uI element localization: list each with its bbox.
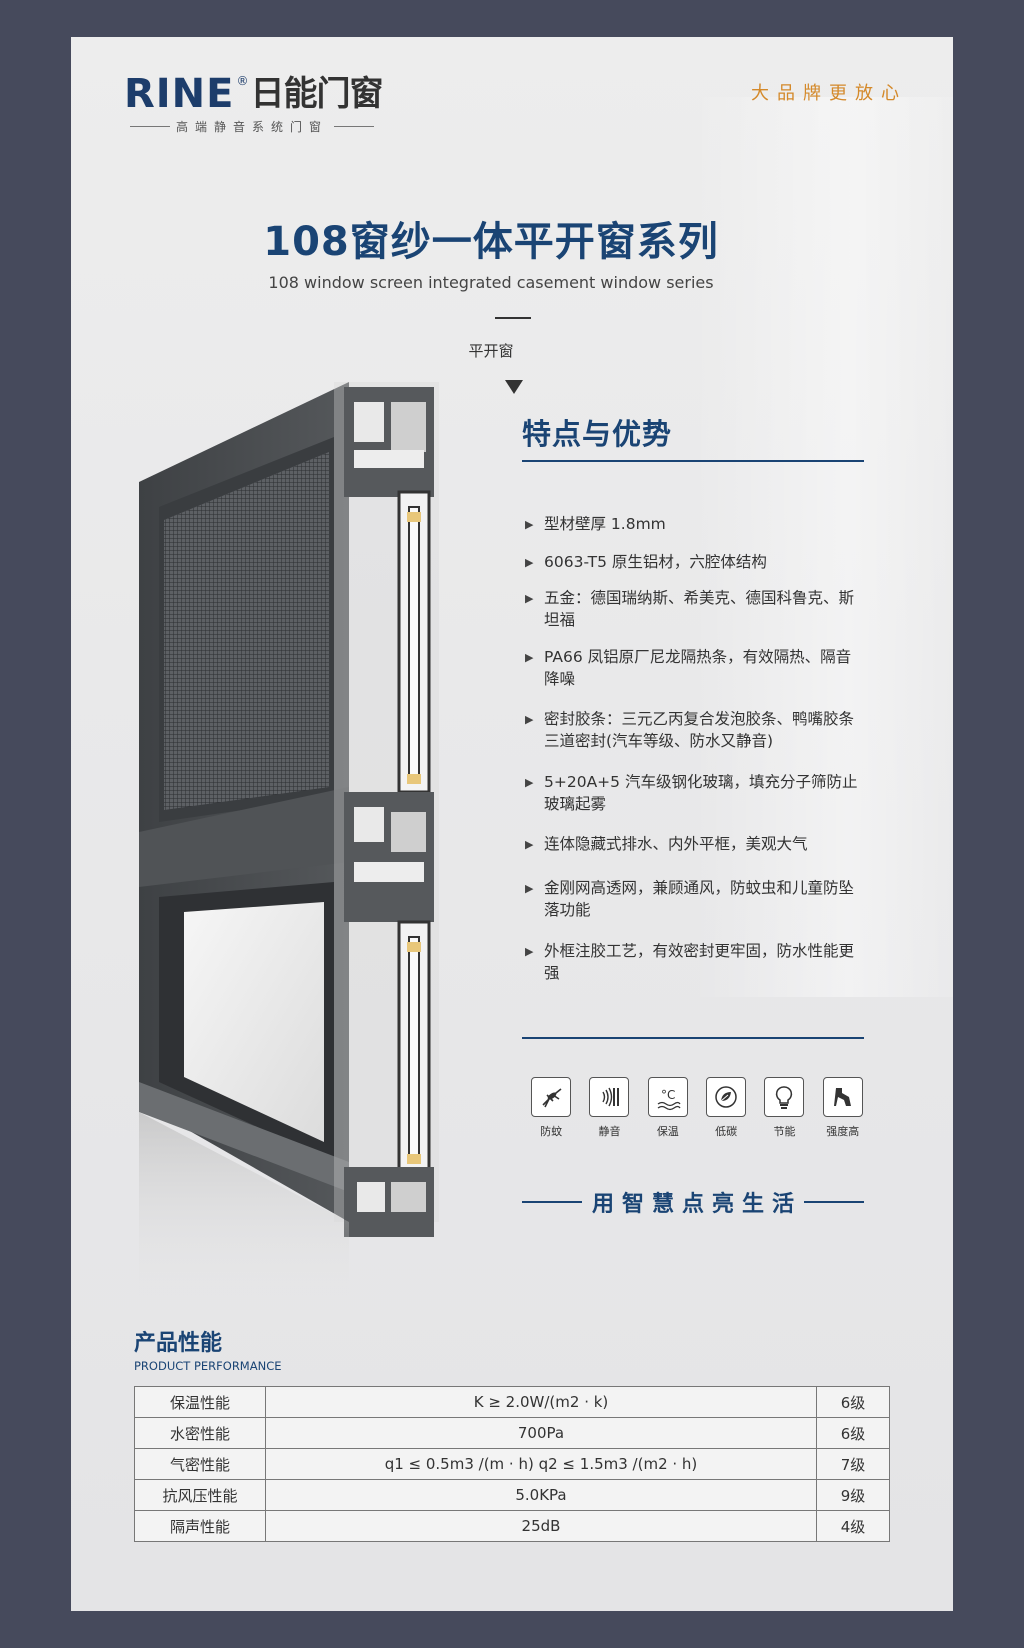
perf-name: 抗风压性能 — [134, 1479, 266, 1511]
page-title: 108窗纱一体平开窗系列 — [263, 219, 719, 265]
features-section: 特点与优势 — [522, 414, 864, 462]
page-subtitle: 108 window screen integrated casement wi… — [268, 273, 714, 292]
features-title: 特点与优势 — [522, 414, 864, 462]
mosquito-icon — [531, 1077, 572, 1117]
performance-table: 保温性能 K ≥ 2.0W/(m2 · k) 6级 水密性能 700Pa 6级 … — [134, 1386, 890, 1542]
triangle-bullet-icon: ▶ — [525, 651, 534, 664]
perf-name: 气密性能 — [134, 1448, 266, 1480]
triangle-bullet-icon: ▶ — [525, 713, 534, 726]
table-row: 水密性能 700Pa 6级 — [134, 1417, 890, 1449]
sound-icon — [589, 1077, 630, 1117]
bulb-icon — [764, 1077, 805, 1117]
title-divider — [495, 317, 531, 319]
perf-grade: 6级 — [816, 1386, 890, 1418]
feature-item: ▶密封胶条：三元乙丙复合发泡胶条、鸭嘴胶条三道密封(汽车等级、防水又静音) — [525, 710, 855, 750]
icon-cell-mosquito: 防蚊 — [522, 1077, 580, 1139]
life-slogan: 用智慧点亮生活 — [592, 1192, 803, 1217]
perf-value: 5.0KPa — [265, 1479, 817, 1511]
perf-value: q1 ≤ 0.5m3 /(m · h) q2 ≤ 1.5m3 /(m2 · h) — [265, 1448, 817, 1480]
feature-icons-row: 防蚊 静音 °C 保温 低碳 节能 — [522, 1077, 872, 1139]
feature-item: ▶五金：德国瑞纳斯、希美克、德国科鲁克、斯坦福 — [525, 589, 855, 629]
feature-item: ▶金刚网高透网，兼顾通风，防蚊虫和儿童防坠落功能 — [525, 879, 855, 919]
table-row: 气密性能 q1 ≤ 0.5m3 /(m · h) q2 ≤ 1.5m3 /(m2… — [134, 1448, 890, 1480]
features-divider — [522, 1037, 864, 1039]
perf-grade: 4级 — [816, 1510, 890, 1542]
slogan-line-right — [804, 1201, 865, 1203]
thermometer-icon: °C — [647, 1077, 688, 1117]
triangle-bullet-icon: ▶ — [525, 945, 534, 958]
icon-cell-sound: 静音 — [580, 1077, 638, 1139]
perf-name: 隔声性能 — [134, 1510, 266, 1542]
perf-grade: 6级 — [816, 1417, 890, 1449]
logo-text-cn: 日能门窗 — [250, 74, 383, 114]
icon-cell-thermometer: °C 保温 — [639, 1077, 697, 1139]
performance-title: 产品性能 — [134, 1331, 223, 1356]
triangle-bullet-icon: ▶ — [525, 776, 534, 789]
performance-subtitle: PRODUCT PERFORMANCE — [134, 1359, 282, 1373]
icon-label: 静音 — [598, 1125, 621, 1138]
brand-slogan: 大品牌更放心 — [751, 83, 907, 104]
strength-icon — [822, 1077, 863, 1117]
perf-value: K ≥ 2.0W/(m2 · k) — [265, 1386, 817, 1418]
leaf-icon — [706, 1077, 747, 1117]
feature-item: ▶PA66 凤铝原厂尼龙隔热条，有效隔热、隔音降噪 — [525, 648, 852, 688]
perf-value: 25dB — [265, 1510, 817, 1542]
slogan-line-left — [522, 1201, 582, 1203]
table-row: 抗风压性能 5.0KPa 9级 — [134, 1479, 890, 1511]
window-type-label: 平开窗 — [468, 342, 514, 360]
table-row: 隔声性能 25dB 4级 — [134, 1510, 890, 1542]
perf-name: 保温性能 — [134, 1386, 266, 1418]
brand-logo: RINE ® 日能门窗 高端静音系统门窗 — [124, 71, 383, 135]
svg-text:°C: °C — [661, 1088, 675, 1102]
icon-label: 节能 — [773, 1125, 796, 1138]
feature-item: ▶5+20A+5 汽车级钢化玻璃，填充分子筛防止玻璃起雾 — [525, 773, 858, 813]
logo-line-right — [334, 126, 375, 127]
feature-item: ▶连体隐藏式排水、内外平框，美观大气 — [522, 833, 864, 855]
perf-value: 700Pa — [265, 1417, 817, 1449]
perf-grade: 9级 — [816, 1479, 890, 1511]
arrow-down-icon — [505, 380, 523, 394]
icon-label: 强度高 — [826, 1125, 860, 1138]
icon-cell-bulb: 节能 — [755, 1077, 813, 1139]
perf-name: 水密性能 — [134, 1417, 266, 1449]
logo-tagline: 高端静音系统门窗 — [176, 120, 329, 134]
logo-line-left — [130, 126, 170, 127]
icon-label: 防蚊 — [540, 1125, 563, 1138]
triangle-bullet-icon: ▶ — [525, 556, 534, 569]
triangle-bullet-icon: ▶ — [525, 882, 534, 895]
triangle-bullet-icon: ▶ — [525, 838, 534, 851]
icon-label: 低碳 — [715, 1125, 738, 1138]
table-row: 保温性能 K ≥ 2.0W/(m2 · k) 6级 — [134, 1386, 890, 1418]
triangle-bullet-icon: ▶ — [525, 518, 534, 531]
feature-item: ▶6063-T5 原生铝材，六腔体结构 — [522, 551, 864, 573]
life-slogan-banner: 用智慧点亮生活 — [522, 1186, 865, 1218]
registered-mark: ® — [236, 74, 249, 88]
perf-grade: 7级 — [816, 1448, 890, 1480]
logo-text-en: RINE — [124, 71, 235, 117]
feature-item: ▶型材壁厚 1.8mm — [522, 513, 864, 535]
icon-cell-leaf: 低碳 — [697, 1077, 755, 1139]
window-profile-image — [139, 382, 439, 1302]
icon-cell-strength: 强度高 — [814, 1077, 872, 1139]
icon-label: 保温 — [656, 1125, 679, 1138]
poster: RINE ® 日能门窗 高端静音系统门窗 大品牌更放心 108窗纱一体平开窗系列… — [71, 37, 953, 1611]
triangle-bullet-icon: ▶ — [525, 592, 534, 605]
feature-item: ▶外框注胶工艺，有效密封更牢固，防水性能更强 — [525, 942, 855, 982]
